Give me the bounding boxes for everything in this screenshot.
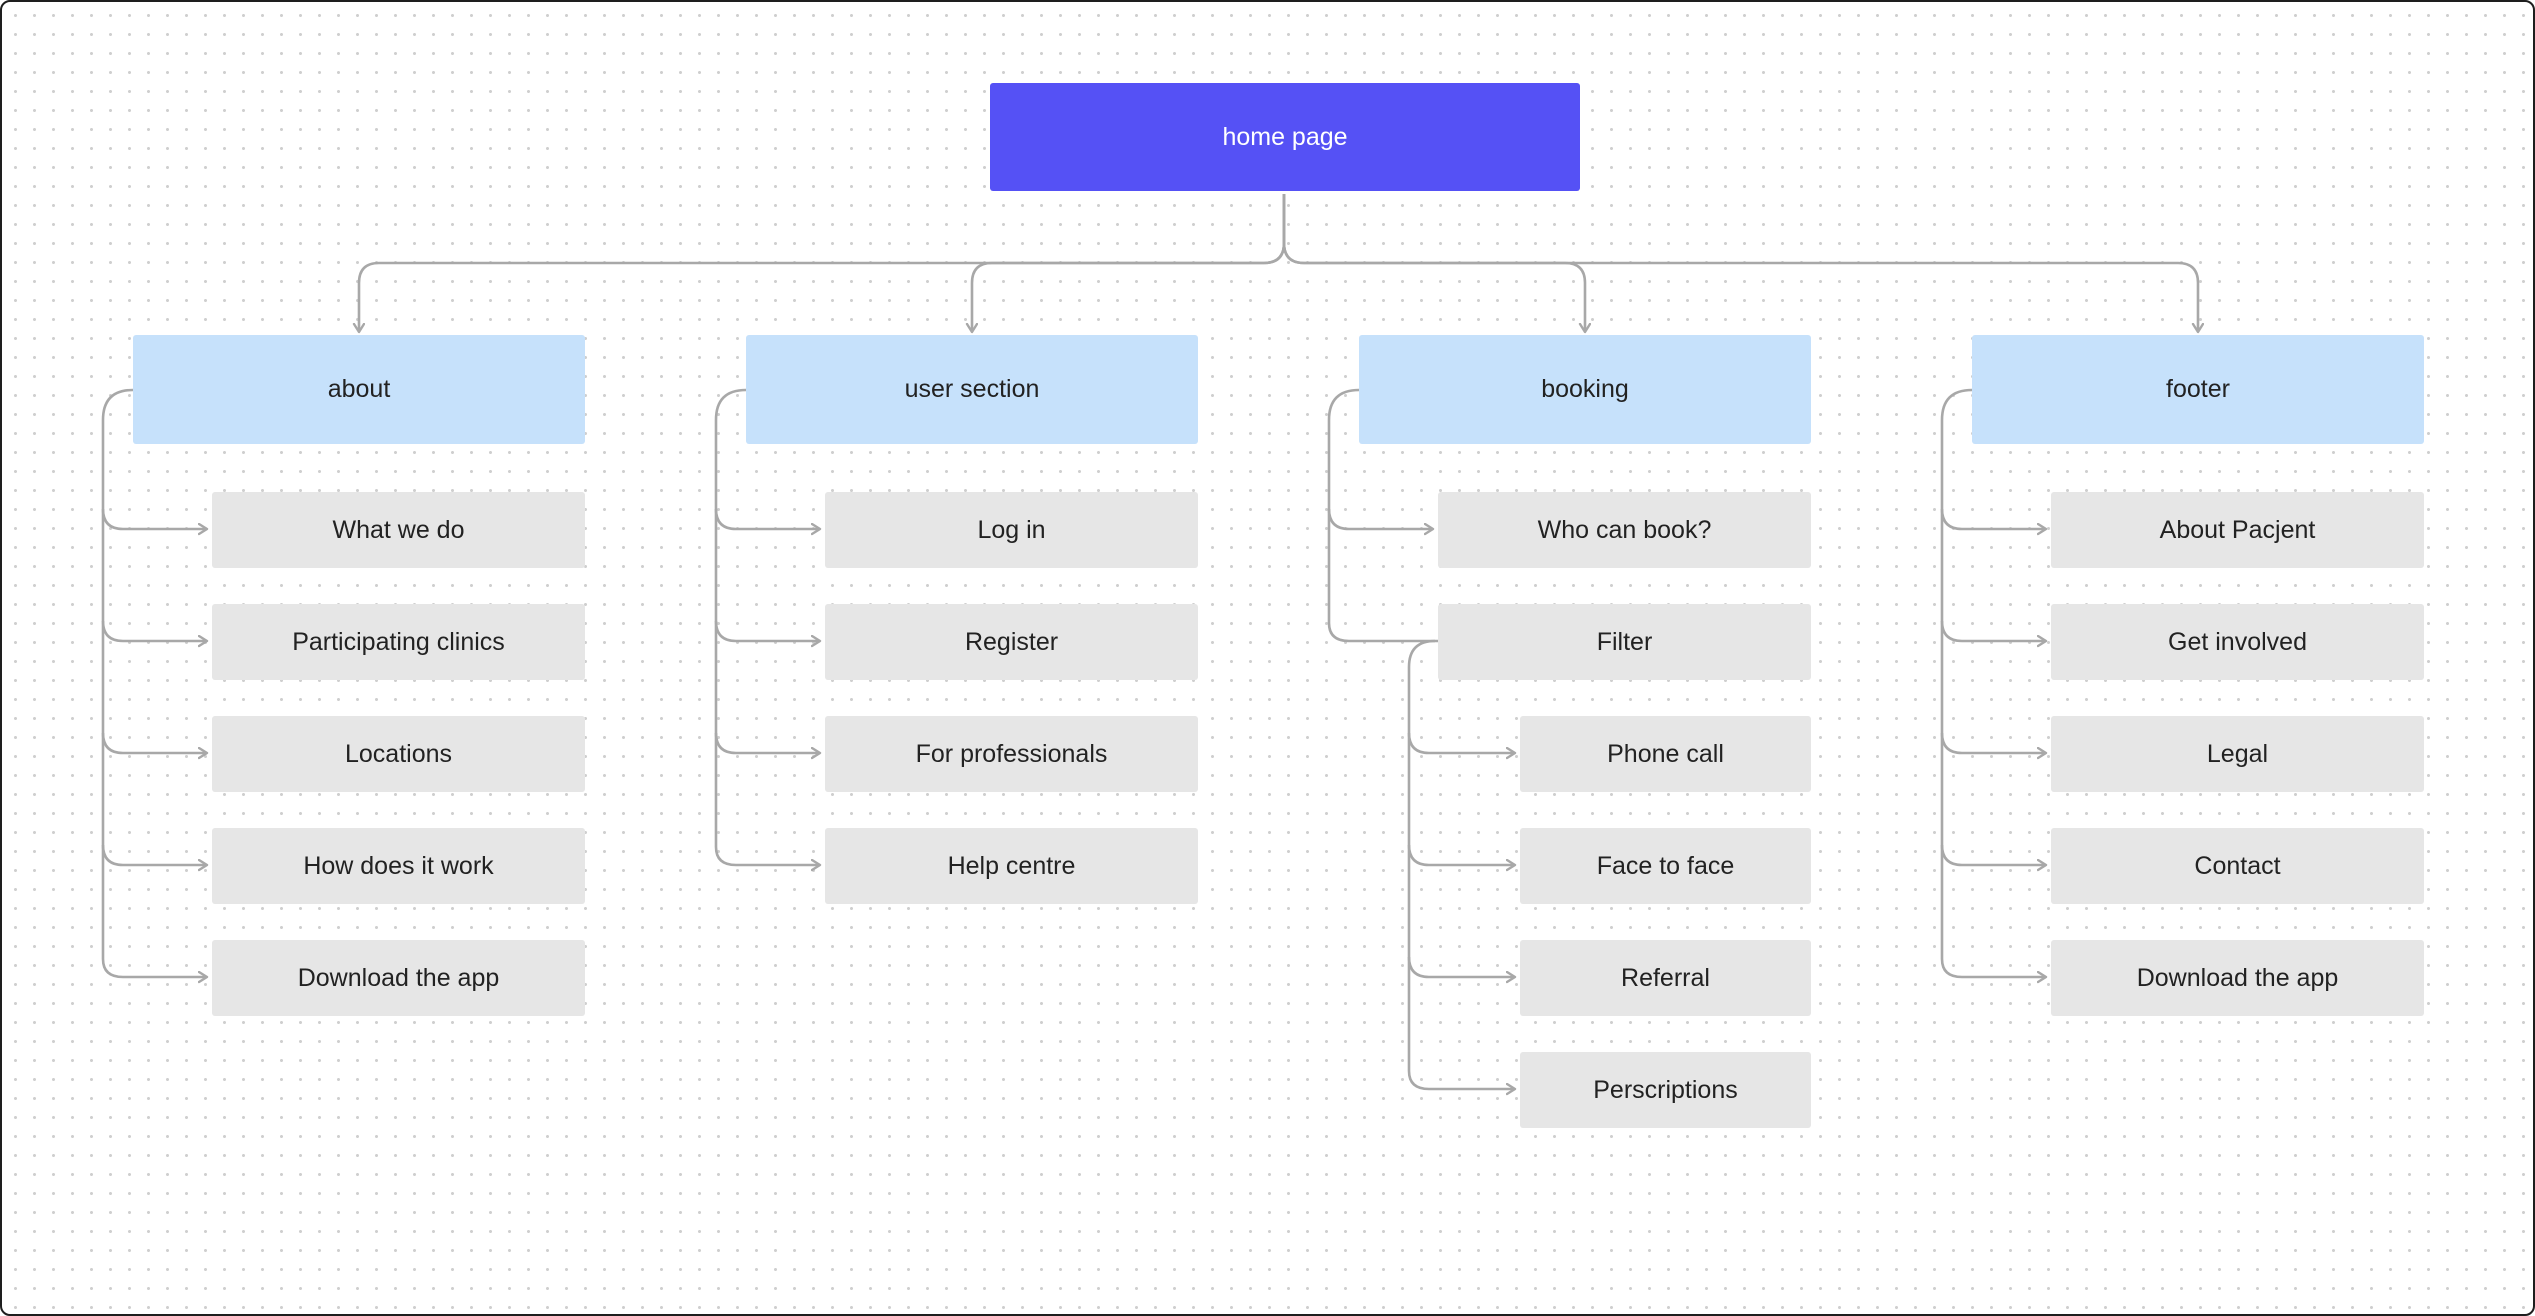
node-participating-clinics[interactable]: Participating clinics	[212, 604, 585, 680]
node-about-pacjent[interactable]: About Pacjent	[2051, 492, 2424, 568]
connector-filter-spine	[1407, 639, 1515, 1089]
node-label: Filter	[1596, 627, 1653, 656]
node-get-involved[interactable]: Get involved	[2051, 604, 2424, 680]
connector-filter-item-2	[1407, 844, 1515, 865]
connector-booking-item-1	[1327, 508, 1433, 529]
node-label: home page	[1222, 122, 1348, 151]
node-label: Phone call	[1607, 739, 1724, 768]
node-label: Legal	[2206, 739, 2269, 768]
node-label: Perscriptions	[1593, 1075, 1738, 1104]
connector-root-user-section	[972, 194, 1286, 332]
connector-filter-item-1	[1407, 732, 1515, 753]
node-footer-download-the-app[interactable]: Download the app	[2051, 940, 2424, 1016]
node-perscriptions[interactable]: Perscriptions	[1520, 1052, 1811, 1128]
connector-about-item-2	[101, 620, 207, 641]
node-home-page[interactable]: home page	[990, 83, 1580, 191]
node-label: Get involved	[2168, 627, 2307, 656]
node-label: booking	[1541, 375, 1629, 403]
node-log-in[interactable]: Log in	[825, 492, 1198, 568]
node-filter[interactable]: Filter	[1438, 604, 1811, 680]
connector-footer-item-1	[1940, 508, 2046, 529]
node-register[interactable]: Register	[825, 604, 1198, 680]
node-locations[interactable]: Locations	[212, 716, 585, 792]
node-label: Log in	[977, 515, 1046, 544]
connector-footer-item-2	[1940, 620, 2046, 641]
node-face-to-face[interactable]: Face to face	[1520, 828, 1811, 904]
node-label: footer	[2166, 375, 2230, 403]
node-how-does-it-work[interactable]: How does it work	[212, 828, 585, 904]
node-about-download-the-app[interactable]: Download the app	[212, 940, 585, 1016]
node-phone-call[interactable]: Phone call	[1520, 716, 1811, 792]
node-footer[interactable]: footer	[1972, 335, 2424, 444]
connector-about-item-4	[101, 844, 207, 865]
node-help-centre[interactable]: Help centre	[825, 828, 1198, 904]
node-label: Referral	[1621, 963, 1710, 992]
node-label: Participating clinics	[292, 627, 505, 656]
node-legal[interactable]: Legal	[2051, 716, 2424, 792]
node-label: How does it work	[303, 851, 494, 880]
connector-footer-item-3	[1940, 732, 2046, 753]
connector-filter-item-3	[1407, 956, 1515, 977]
connector-about-item-1	[101, 508, 207, 529]
connector-booking-spine	[1327, 388, 1439, 643]
node-label: Face to face	[1596, 851, 1735, 880]
connector-about-item-3	[101, 732, 207, 753]
connector-user-item-3	[714, 732, 820, 753]
node-label: Download the app	[297, 963, 500, 992]
node-who-can-book[interactable]: Who can book?	[1438, 492, 1811, 568]
connector-user-spine	[714, 388, 820, 865]
node-contact[interactable]: Contact	[2051, 828, 2424, 904]
node-booking[interactable]: booking	[1359, 335, 1811, 444]
node-label: Help centre	[947, 851, 1076, 880]
node-label: Download the app	[2136, 963, 2339, 992]
connector-user-item-2	[714, 620, 820, 641]
node-label: Contact	[2194, 851, 2281, 880]
node-label: user section	[904, 375, 1040, 403]
connector-root-footer	[1282, 194, 2198, 332]
node-label: About Pacjent	[2159, 515, 2316, 544]
node-about[interactable]: about	[133, 335, 585, 444]
connector-footer-spine	[1940, 388, 2046, 977]
connector-about-spine	[101, 388, 207, 977]
node-what-we-do[interactable]: What we do	[212, 492, 585, 568]
node-label: Who can book?	[1537, 515, 1712, 544]
connector-user-item-1	[714, 508, 820, 529]
node-for-professionals[interactable]: For professionals	[825, 716, 1198, 792]
node-referral[interactable]: Referral	[1520, 940, 1811, 1016]
node-label: What we do	[332, 515, 465, 544]
node-label: about	[327, 375, 391, 403]
node-label: Locations	[344, 739, 453, 768]
node-user-section[interactable]: user section	[746, 335, 1198, 444]
connector-footer-item-4	[1940, 844, 2046, 865]
node-label: For professionals	[915, 739, 1108, 768]
node-label: Register	[964, 627, 1059, 656]
